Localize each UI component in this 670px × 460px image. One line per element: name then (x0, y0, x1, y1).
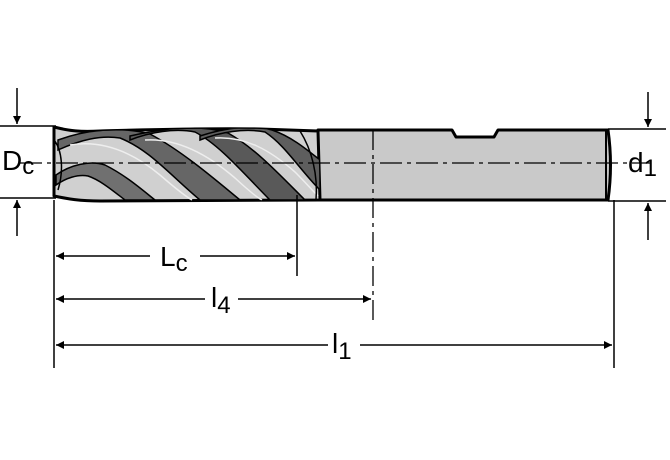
shank (316, 128, 612, 202)
shank-body (316, 128, 612, 202)
helix-edge-1 (69, 143, 193, 201)
length-dimensions (56, 252, 612, 349)
flute-tip-relief (54, 139, 63, 191)
label-flute-length: Lc (160, 241, 188, 277)
label-cutting-diameter: Dc (2, 145, 34, 180)
label-neck-length: l4 (211, 282, 231, 319)
helix-edge-2 (144, 139, 263, 201)
flute-section (52, 125, 322, 203)
helix-edge-3 (214, 137, 319, 197)
label-shank-diameter: d1 (628, 147, 657, 182)
diameter-arrows (13, 88, 652, 240)
extension-lines (0, 125, 666, 368)
label-overall-length: l1 (332, 328, 352, 365)
